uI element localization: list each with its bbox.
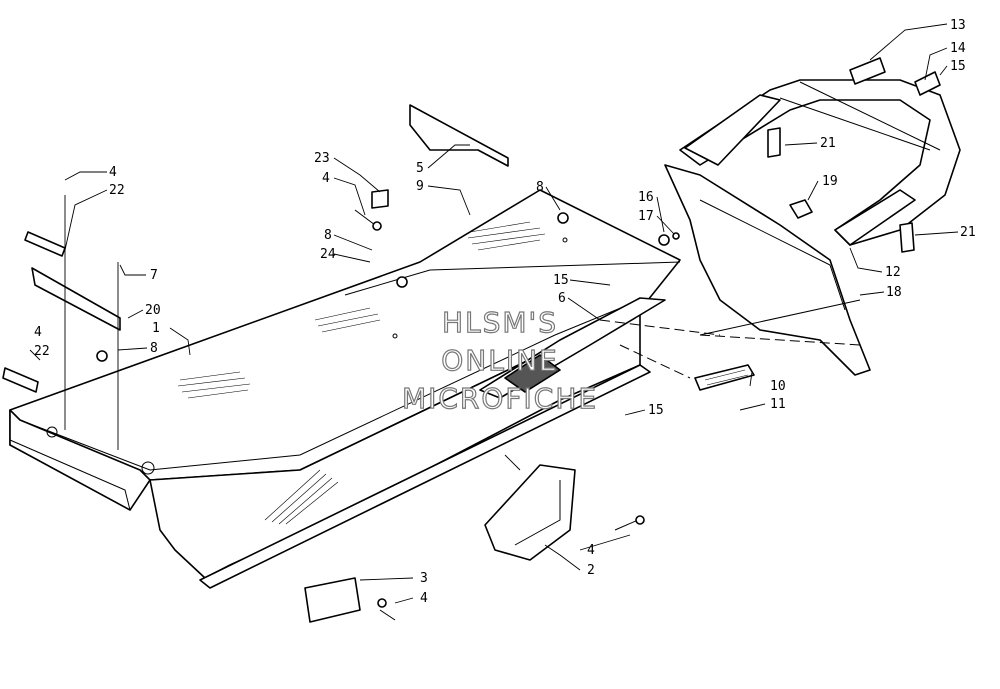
callout-18: 18 [886,285,902,300]
rear-bumper-part [679,79,961,246]
callout-4: 4 [34,325,42,340]
callout-24: 24 [320,247,336,262]
callout-21: 21 [960,225,976,240]
callout-4: 4 [420,591,428,606]
callout-14: 14 [950,41,966,56]
callout-16: 16 [638,190,654,205]
callout-22: 22 [109,183,125,198]
panel-5 [409,104,509,167]
decal-13 [849,57,886,85]
callout-15: 15 [648,403,664,418]
callout-12: 12 [885,265,901,280]
callout-2: 2 [587,563,595,578]
callout-labels: 13 14 15 21 19 21 12 18 16 17 23 5 4 9 8… [34,18,976,606]
rear-flap-part [664,164,871,376]
watermark-line-1: HLSM'S [442,306,558,339]
watermark: HLSM'S ONLINE MICROFICHE [401,305,598,415]
callout-8: 8 [324,228,332,243]
callout-8: 8 [150,341,158,356]
watermark-line-2: ONLINE [441,344,558,377]
decal-14 [914,71,941,96]
callout-9: 9 [416,179,424,194]
plate-3 [304,577,361,623]
watermark-line-3: MICROFICHE [402,382,598,415]
strip-22b [2,367,39,393]
bracket-6 [479,297,666,399]
bracket-2 [484,464,576,561]
leader-lines [29,23,959,604]
plate-22 [24,231,66,257]
rivets [96,209,645,621]
nut-19 [789,199,813,219]
callout-1: 1 [152,321,160,336]
callout-21: 21 [820,136,836,151]
callout-15: 15 [950,59,966,74]
callout-10: 10 [770,379,786,394]
callout-19: 19 [822,174,838,189]
callout-20: 20 [145,303,161,318]
callout-4: 4 [587,543,595,558]
clip-21a [767,127,781,158]
callout-6: 6 [558,291,566,306]
washer-16-17 [658,232,680,246]
callout-17: 17 [638,209,654,224]
decal-23 [371,189,389,209]
clip-21b [899,222,915,253]
callout-11: 11 [770,397,786,412]
callout-23: 23 [314,151,330,166]
callout-15: 15 [553,273,569,288]
callout-4: 4 [109,165,117,180]
callout-13: 13 [950,18,966,33]
plate-20 [31,267,121,331]
callout-7: 7 [150,268,158,283]
callout-3: 3 [420,571,428,586]
callout-8: 8 [536,180,544,195]
callout-4: 4 [322,171,330,186]
grille-10 [694,364,755,391]
callout-22: 22 [34,344,50,359]
callout-5: 5 [416,161,424,176]
